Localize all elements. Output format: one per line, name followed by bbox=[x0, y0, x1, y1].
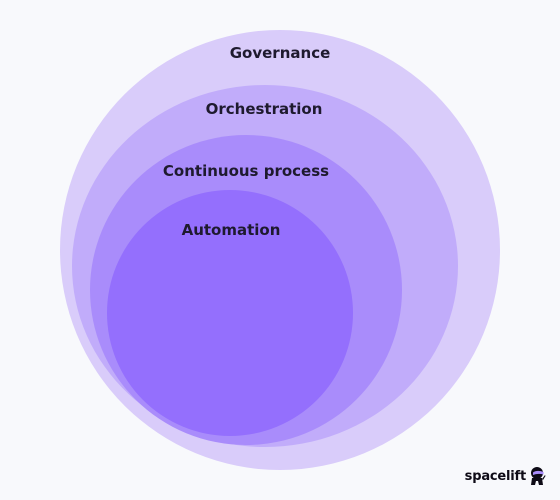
continuous-process-label: Continuous process bbox=[162, 162, 330, 180]
brand-name: spacelift bbox=[464, 468, 527, 484]
astronaut-icon bbox=[531, 467, 546, 485]
automation-circle bbox=[107, 190, 353, 436]
spacelift-logo: spacelift bbox=[465, 466, 546, 486]
automation-label: Automation bbox=[181, 221, 281, 239]
orchestration-label: Orchestration bbox=[205, 100, 323, 118]
governance-label: Governance bbox=[229, 44, 331, 62]
